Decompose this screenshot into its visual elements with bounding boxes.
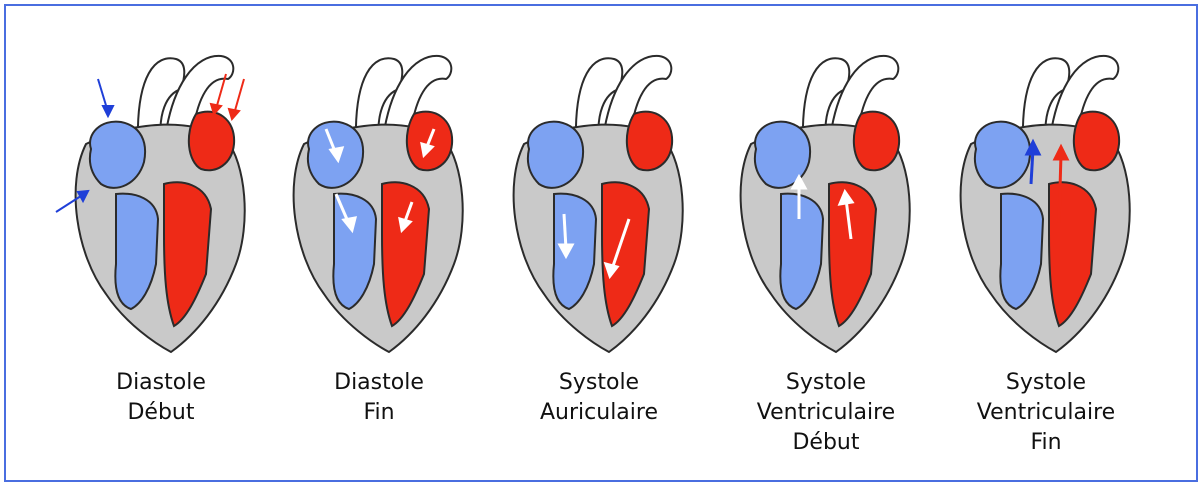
- phase-caption: Systole Ventriculaire Début: [711, 368, 941, 458]
- phase-caption: Diastole Fin: [264, 368, 494, 428]
- phase-caption-line2: Ventriculaire: [931, 398, 1161, 428]
- phase-caption: Systole Auriculaire: [484, 368, 714, 428]
- phase-caption-line2: Auriculaire: [484, 398, 714, 428]
- phase-panel-diastole-fin: Diastole Fin: [264, 6, 494, 480]
- phase-panel-systole-ventriculaire-fin: Systole Ventriculaire Fin: [931, 6, 1161, 480]
- heart-diagram-systole-auriculaire: [484, 34, 714, 374]
- heart-diagram-diastole-fin: [264, 34, 494, 374]
- phase-caption-line3: Début: [711, 428, 941, 458]
- phase-caption-line1: Diastole: [264, 368, 494, 398]
- phase-caption-line2: Fin: [264, 398, 494, 428]
- phase-panel-systole-ventriculaire-debut: Systole Ventriculaire Début: [711, 6, 941, 480]
- phase-caption-line1: Systole: [711, 368, 941, 398]
- heart-diagram-diastole-debut: [46, 34, 276, 374]
- figure-frame: Diastole Début Diastole Fin: [4, 4, 1198, 482]
- phase-caption-line3: Fin: [931, 428, 1161, 458]
- heart-diagram-systole-ventriculaire-fin: [931, 34, 1161, 374]
- phase-caption-line1: Systole: [484, 368, 714, 398]
- phase-caption-line2: Ventriculaire: [711, 398, 941, 428]
- phase-caption: Systole Ventriculaire Fin: [931, 368, 1161, 458]
- phase-caption-line1: Diastole: [46, 368, 276, 398]
- phase-panel-diastole-debut: Diastole Début: [46, 6, 276, 480]
- phase-caption: Diastole Début: [46, 368, 276, 428]
- phase-caption-line1: Systole: [931, 368, 1161, 398]
- phase-panel-systole-auriculaire: Systole Auriculaire: [484, 6, 714, 480]
- heart-diagram-systole-ventriculaire-debut: [711, 34, 941, 374]
- phase-caption-line2: Début: [46, 398, 276, 428]
